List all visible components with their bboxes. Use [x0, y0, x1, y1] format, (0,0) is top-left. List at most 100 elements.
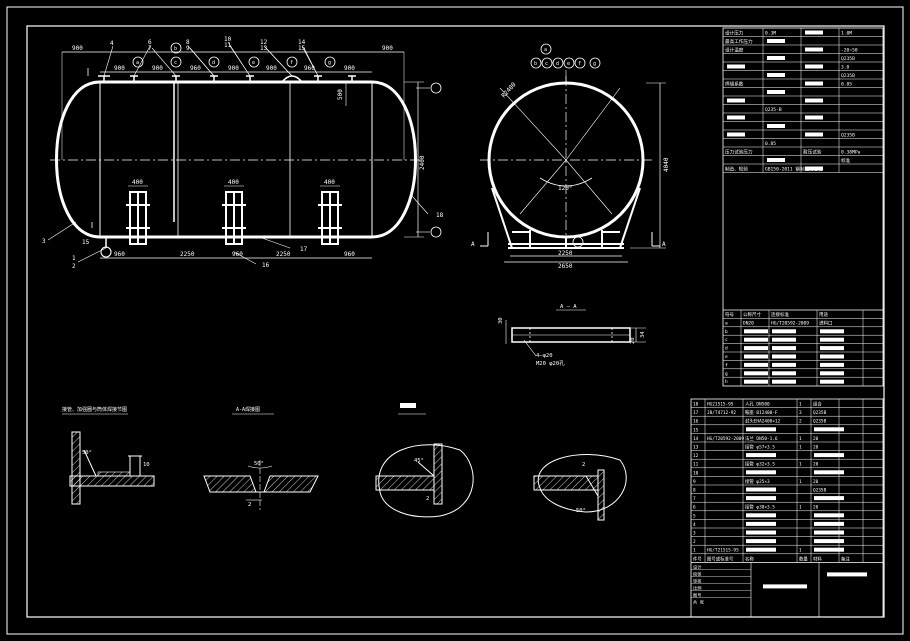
dim-top-9: 900: [344, 65, 355, 72]
parts-cell: 12: [693, 453, 699, 459]
parts-cell: 2: [799, 419, 802, 425]
title-field: 比例: [693, 584, 701, 591]
filled-cell: [820, 379, 844, 384]
leader-num: 18: [436, 212, 444, 219]
parts-cell: 16: [693, 419, 699, 425]
inner-frame: [26, 25, 885, 618]
nozzle-cell: f: [725, 362, 728, 368]
parts-cell: 鞍座 BI2400-F: [745, 409, 778, 416]
filled-cell: [814, 513, 844, 518]
detail-label: 2: [248, 502, 251, 508]
main-view-labels: 900 900 900 900 960 900 900 960 900 2400…: [42, 36, 444, 270]
parts-cell: 20: [813, 505, 819, 511]
title-field: 校核: [693, 570, 702, 577]
detail-1: [69, 431, 155, 505]
parts-cell: 20: [813, 462, 819, 468]
filled-cell: [814, 539, 844, 544]
section-aa: [505, 309, 646, 357]
filled-cell: [820, 371, 844, 376]
parts-cell: 2: [693, 539, 696, 545]
detail-3: [375, 443, 474, 518]
weld-note: 15: [82, 239, 90, 246]
design-cell: Q235B: [841, 73, 855, 79]
dim-height-main: 2400: [419, 155, 426, 170]
section-dim: 30: [498, 317, 504, 324]
circle-label: e: [252, 60, 255, 66]
parts-cell: 接管 φ32×3.5: [745, 461, 775, 468]
filled-cell: [772, 362, 796, 367]
detail-label: 2: [582, 462, 585, 468]
filled-cell: [744, 362, 768, 367]
parts-cell: HG/T20592-2009: [707, 436, 744, 442]
nozzle-header: 用途: [819, 311, 828, 318]
parts-cell: 人孔 DN500: [745, 401, 770, 408]
leader-num: 12: [260, 39, 268, 46]
section-dim: 34: [640, 331, 646, 338]
filled-cell: [744, 371, 768, 376]
title-bar: [763, 584, 807, 589]
detail-4: [533, 454, 627, 521]
parts-cell: 法兰 DN50-1.6: [745, 435, 778, 442]
detail-label: 45°: [414, 458, 424, 464]
leader-num: 4: [110, 40, 114, 47]
parts-cell: 1: [799, 402, 802, 408]
leader-num: 9: [186, 45, 190, 52]
design-cell: 设计压力: [725, 30, 744, 37]
circle-label: g: [593, 61, 596, 67]
nozzle-cell: e: [725, 355, 728, 360]
filled-cell: [814, 547, 844, 552]
filled-cell: [746, 487, 776, 492]
dim-top-5: 960: [190, 65, 201, 72]
design-cell: 制造、检验: [725, 166, 748, 173]
filled-cell: [820, 346, 844, 351]
dim-bottom-3: 960: [232, 251, 243, 258]
parts-cell: 接管 φ38×3.5: [745, 504, 775, 511]
detail-2-title: A-A焊接图: [236, 406, 260, 413]
detail-label: 2: [426, 496, 429, 502]
detail-2-labels: A-A焊接图 50° 2: [232, 406, 274, 508]
filled-cell: [820, 362, 844, 367]
parts-footer: 件号: [693, 555, 702, 562]
nozzle-header: 连接标准: [771, 311, 789, 318]
filled-cell: [814, 496, 844, 501]
circle-label: e: [567, 61, 570, 67]
parts-footer: 图号或标准号: [707, 555, 734, 562]
parts-cell: 13: [693, 445, 699, 451]
section-bolt: M20 φ20孔: [536, 359, 565, 367]
filled-cell: [805, 132, 823, 137]
detail-3-title-bar: [400, 403, 416, 408]
filled-cell: [814, 453, 844, 458]
parts-cell: HG21515-95: [707, 402, 734, 408]
title-field: 设计: [693, 563, 701, 570]
filled-cell: [746, 530, 776, 535]
filled-cell: [772, 337, 796, 342]
circle-label: c: [174, 60, 177, 66]
parts-cell: 7: [693, 496, 696, 502]
design-cell: 标准: [841, 157, 851, 164]
nozzle-cell: DN20: [743, 320, 754, 326]
nozzle-cell: d: [725, 346, 728, 352]
title-bar: [827, 572, 867, 577]
saddle-width-1: 400: [132, 179, 143, 186]
leaders-bottom: [47, 87, 430, 265]
filled-cell: [805, 30, 823, 35]
parts-cell: 14: [693, 436, 699, 442]
filled-cell: [820, 329, 844, 334]
parts-cell: 9: [693, 479, 696, 485]
circle-label: c: [545, 61, 548, 67]
saddle-width-3: 400: [324, 179, 335, 186]
nozzle-cell: b: [725, 329, 728, 335]
parts-cell: 3: [799, 410, 802, 416]
parts-cell: 20: [813, 445, 819, 451]
design-cell: -20~50: [841, 48, 858, 54]
filled-cell: [820, 337, 844, 342]
parts-footer: 数量: [799, 555, 808, 562]
side-saddle: [491, 187, 641, 249]
parts-cell: 20: [813, 479, 819, 485]
saddle-2: [222, 191, 246, 245]
parts-cell: 20: [813, 436, 819, 442]
parts-cell: Q235B: [813, 410, 827, 416]
vessel-shell: [55, 80, 417, 239]
